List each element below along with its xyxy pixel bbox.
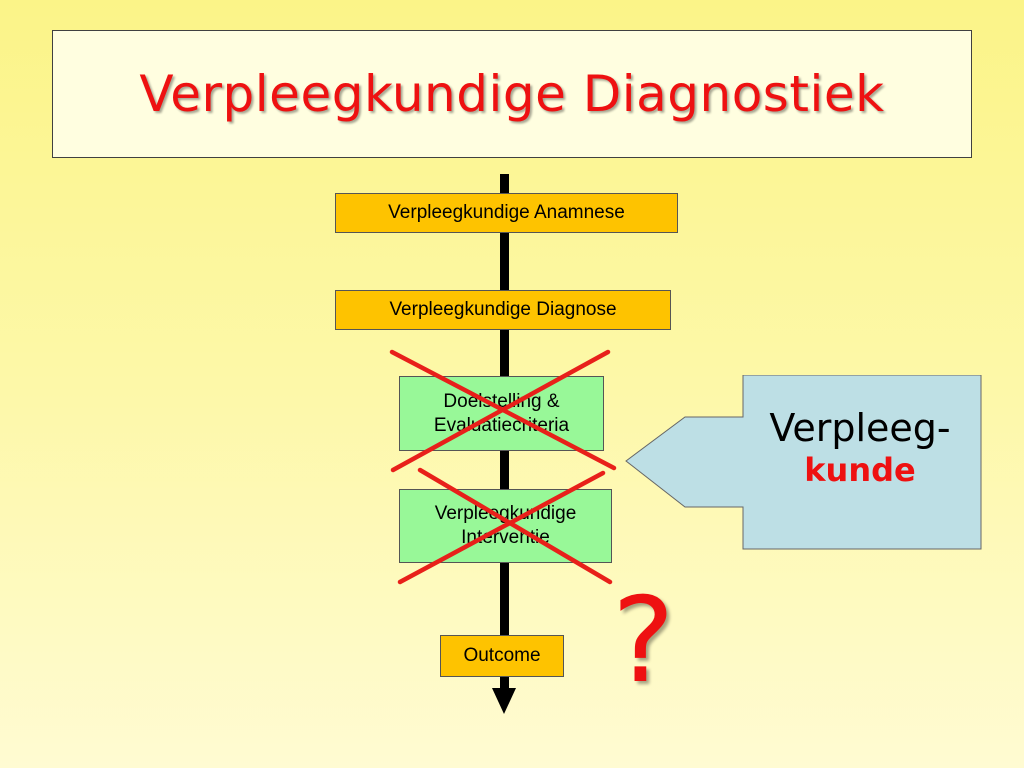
step-anamnese: Verpleegkundige Anamnese	[335, 193, 678, 233]
cross-doelstelling-b	[390, 349, 611, 473]
page-title: Verpleegkundige Diagnostiek	[139, 65, 885, 123]
cross-interventie-b	[397, 470, 606, 585]
step-doelstelling: Doelstelling & Evaluatiecriteria	[399, 376, 604, 451]
title-box: Verpleegkundige Diagnostiek	[52, 30, 972, 158]
step-diagnose: Verpleegkundige Diagnose	[335, 290, 671, 330]
step-label: Outcome	[463, 645, 541, 666]
callout-text: Verpleeg- kunde	[748, 405, 972, 489]
callout-line1: Verpleeg-	[769, 406, 951, 450]
flow-arrow-head	[492, 688, 516, 714]
step-outcome: Outcome	[440, 635, 564, 677]
step-label: Verpleegkundige Anamnese	[388, 202, 625, 223]
cross-interventie-a	[417, 467, 613, 585]
callout-arrow	[625, 375, 982, 550]
step-label: Verpleegkundige Diagnose	[389, 299, 617, 320]
callout-line2: kunde	[804, 451, 916, 489]
question-mark: ?	[612, 571, 675, 709]
